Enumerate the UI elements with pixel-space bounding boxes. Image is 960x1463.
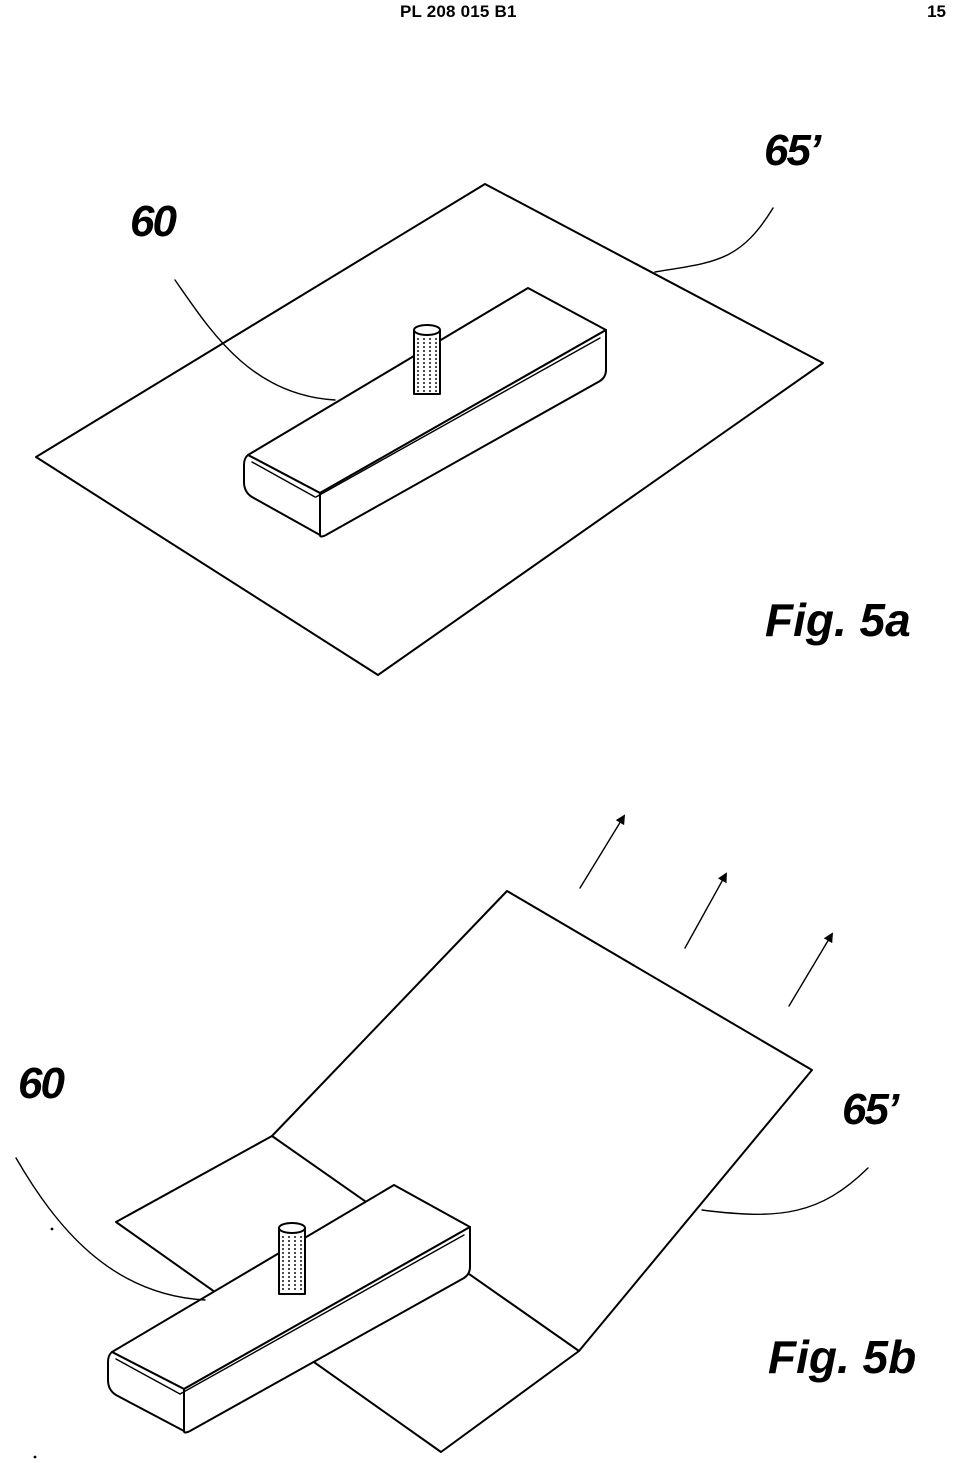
sheet-lifted-part-5b <box>271 890 813 1352</box>
reference-numeral-60: 60 <box>130 197 177 246</box>
speck-1 <box>50 1227 54 1231</box>
reference-numeral-65-prime-5b: 65’ <box>842 1085 900 1134</box>
page-header: PL 208 015 B1 15 <box>0 0 960 30</box>
leader-60-5b <box>15 1157 206 1301</box>
speck-2 <box>33 1455 37 1459</box>
figure-caption-5b: Fig. 5b <box>768 1331 916 1383</box>
lift-arrow-2 <box>684 872 727 949</box>
sheet-65-prime-5a <box>35 183 824 676</box>
document-id: PL 208 015 B1 <box>400 2 517 21</box>
lift-arrow-3 <box>788 932 834 1007</box>
figure-5b: 60 65’ Fig. 5b <box>15 814 916 1459</box>
figure-5a: 60 65’ Fig. 5a <box>35 126 911 676</box>
figure-caption-5a: Fig. 5a <box>765 594 911 646</box>
reference-numeral-60-5b: 60 <box>18 1059 65 1108</box>
threaded-pin-5a <box>413 324 441 395</box>
leader-60-5a <box>174 279 336 401</box>
reference-numeral-65-prime: 65’ <box>764 126 822 175</box>
leader-65-prime-5a <box>654 207 774 273</box>
threaded-pin-5b <box>278 1222 306 1295</box>
lift-arrow-1 <box>579 814 626 889</box>
leader-65-prime-5b <box>701 1167 869 1215</box>
page-number: 15 <box>927 2 946 21</box>
